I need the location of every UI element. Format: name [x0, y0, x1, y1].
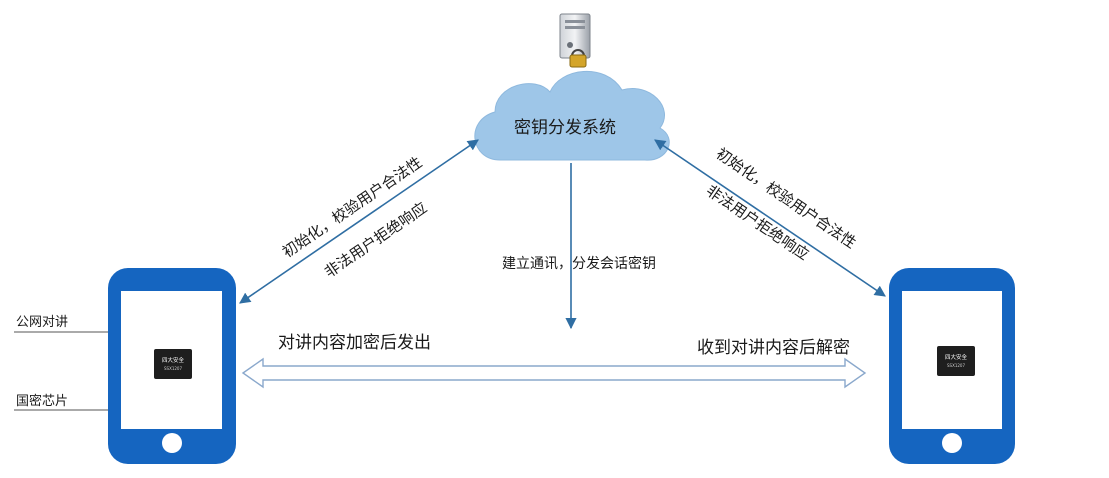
intercom-double-arrow	[241, 357, 867, 389]
right-phone: 四大安全 SSX1207	[889, 268, 1015, 464]
left-link-arrow	[239, 139, 479, 304]
callout-network-label: 公网对讲	[16, 315, 68, 330]
chip-model: SSX1207	[947, 363, 965, 368]
callout-chip-label: 国密芯片	[16, 393, 68, 409]
chip-brand: 四大安全	[162, 356, 185, 364]
right-link-arrow	[654, 139, 886, 297]
crypto-chip: 四大安全 SSX1207	[937, 346, 975, 376]
receive-label: 收到对讲内容后解密	[697, 338, 850, 358]
left-phone: 四大安全 SSX1207	[108, 268, 236, 464]
key-distribution-cloud	[474, 70, 670, 161]
center-label: 建立通讯，分发会话密钥	[502, 255, 656, 272]
server-lock-icon	[559, 13, 591, 68]
send-label: 对讲内容加密后发出	[278, 333, 431, 353]
chip-brand: 四大安全	[945, 353, 968, 361]
crypto-chip: 四大安全 SSX1207	[154, 349, 192, 379]
cloud-label: 密钥分发系统	[514, 118, 616, 138]
chip-model: SSX1207	[164, 366, 182, 371]
